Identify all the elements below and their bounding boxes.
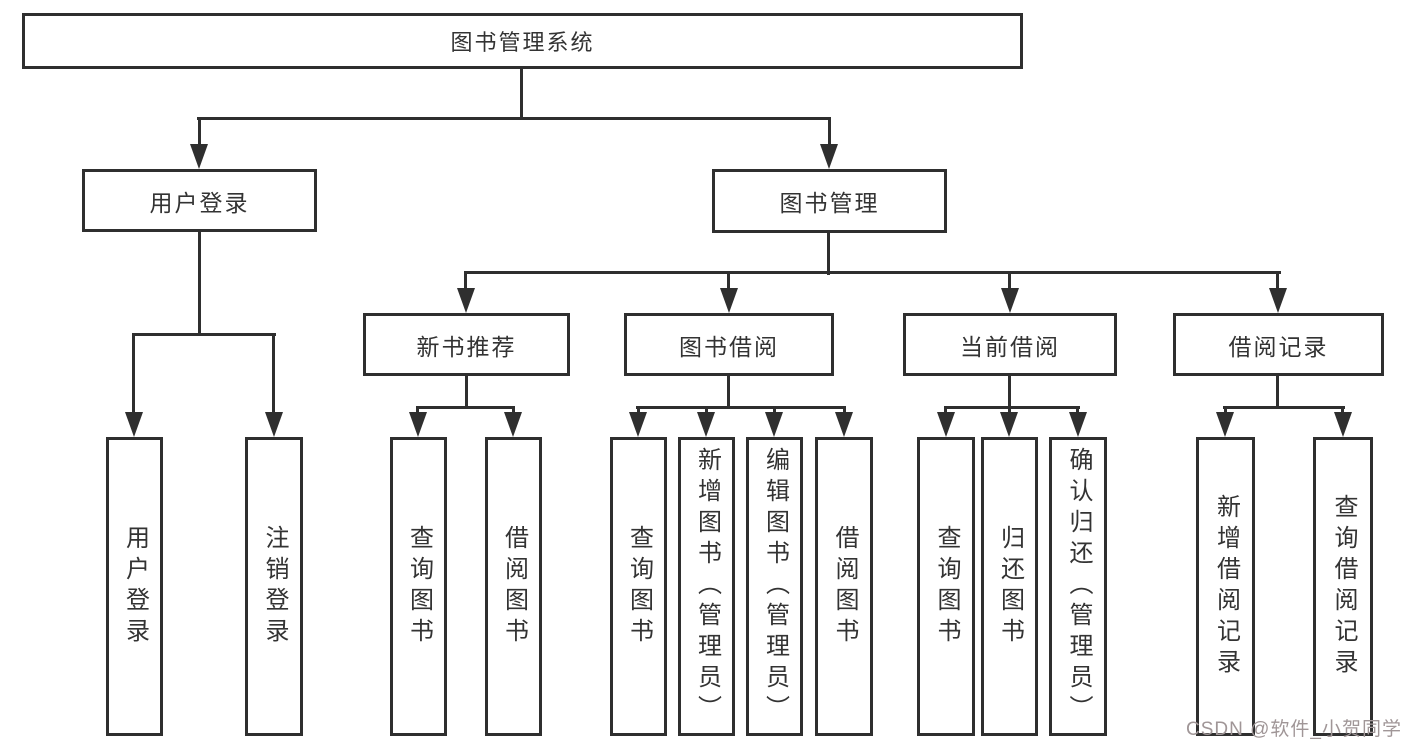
node-book-borrowing: 图书借阅 bbox=[624, 313, 834, 376]
connector-line bbox=[827, 233, 830, 275]
arrowhead-down-icon bbox=[1001, 288, 1019, 313]
arrowhead-down-icon bbox=[697, 412, 715, 437]
node-root: 图书管理系统 bbox=[22, 13, 1023, 69]
arrowhead-down-icon bbox=[820, 144, 838, 169]
arrowhead-down-icon bbox=[720, 288, 738, 313]
connector-line bbox=[1008, 376, 1011, 409]
connector-line bbox=[198, 232, 201, 336]
connector-line bbox=[944, 406, 1080, 409]
connector-line bbox=[727, 273, 730, 291]
connector-line bbox=[1276, 376, 1279, 408]
connector-line bbox=[272, 335, 275, 415]
connector-line bbox=[416, 406, 515, 409]
arrowhead-down-icon bbox=[765, 412, 783, 437]
node-new-book-recommend: 新书推荐 bbox=[363, 313, 570, 376]
arrowhead-down-icon bbox=[937, 412, 955, 437]
arrowhead-down-icon bbox=[629, 412, 647, 437]
connector-line bbox=[464, 273, 467, 291]
leaf-add-books-admin: 新增图书（管理员） bbox=[678, 437, 735, 736]
leaf-edit-books-admin: 编辑图书（管理员） bbox=[746, 437, 803, 736]
connector-line bbox=[636, 406, 846, 409]
arrowhead-down-icon bbox=[1000, 412, 1018, 437]
node-current-borrowing: 当前借阅 bbox=[903, 313, 1117, 376]
arrowhead-down-icon bbox=[835, 412, 853, 437]
arrowhead-down-icon bbox=[190, 144, 208, 169]
leaf-borrow-books-recommend: 借阅图书 bbox=[485, 437, 542, 736]
connector-line bbox=[1008, 273, 1011, 291]
arrowhead-down-icon bbox=[1216, 412, 1234, 437]
leaf-user-login: 用户登录 bbox=[106, 437, 163, 736]
connector-line bbox=[464, 271, 1281, 274]
leaf-confirm-return-admin: 确认归还（管理员） bbox=[1049, 437, 1107, 736]
connector-line bbox=[465, 376, 468, 409]
node-borrow-records: 借阅记录 bbox=[1173, 313, 1384, 376]
arrowhead-down-icon bbox=[1069, 412, 1087, 437]
leaf-add-borrow-record: 新增借阅记录 bbox=[1196, 437, 1255, 736]
leaf-query-books-recommend: 查询图书 bbox=[390, 437, 447, 736]
arrowhead-down-icon bbox=[504, 412, 522, 437]
connector-line bbox=[132, 333, 276, 336]
leaf-borrow-books-borrowing: 借阅图书 bbox=[815, 437, 873, 736]
arrowhead-down-icon bbox=[125, 412, 143, 437]
connector-line bbox=[197, 117, 831, 120]
csdn-watermark: CSDN @软件_小贺同学 bbox=[1186, 719, 1402, 740]
connector-line bbox=[1223, 406, 1345, 409]
connector-line bbox=[132, 335, 135, 415]
arrowhead-down-icon bbox=[409, 412, 427, 437]
arrowhead-down-icon bbox=[265, 412, 283, 437]
node-book-management: 图书管理 bbox=[712, 169, 947, 233]
leaf-query-books-current: 查询图书 bbox=[917, 437, 975, 736]
arrowhead-down-icon bbox=[1269, 288, 1287, 313]
leaf-query-borrow-record: 查询借阅记录 bbox=[1313, 437, 1373, 736]
leaf-return-books: 归还图书 bbox=[981, 437, 1038, 736]
connector-line bbox=[198, 119, 201, 147]
leaf-logout-login: 注销登录 bbox=[245, 437, 303, 736]
node-user-login-branch: 用户登录 bbox=[82, 169, 317, 232]
connector-line bbox=[828, 119, 831, 147]
connector-line bbox=[727, 376, 730, 409]
connector-line bbox=[520, 68, 523, 119]
arrowhead-down-icon bbox=[1334, 412, 1352, 437]
connector-line bbox=[1276, 273, 1279, 291]
arrowhead-down-icon bbox=[457, 288, 475, 313]
leaf-query-books-borrowing: 查询图书 bbox=[610, 437, 667, 736]
